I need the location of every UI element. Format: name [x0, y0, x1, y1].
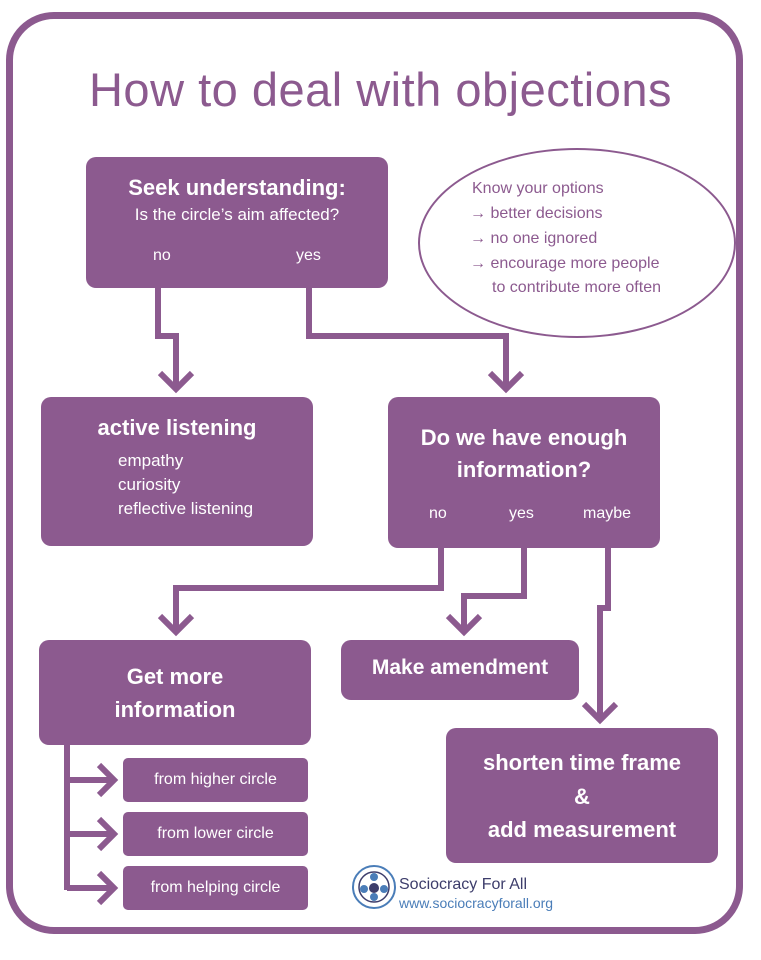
logo-url[interactable]: www.sociocracyforall.org [399, 895, 554, 911]
seek-question: Is the circle’s aim affected? [134, 205, 340, 224]
arrowhead-info-no [157, 613, 195, 637]
arrow-seek-yes [306, 286, 509, 385]
seek-no-label: no [153, 247, 171, 264]
right-arrow-icon: → [470, 205, 486, 222]
get-more-information-box: Get more information [39, 640, 311, 745]
option-item-label: encourage more people [490, 255, 660, 272]
arrow-info-no [173, 546, 444, 628]
seek-heading: Seek understanding: [128, 175, 346, 200]
shorten-line3: add measurement [487, 817, 677, 842]
page-title: How to deal with objections [88, 63, 673, 116]
sociocracy-logo-icon [352, 865, 396, 909]
seek-yes-label: yes [296, 247, 321, 264]
get-more-line2: information [114, 697, 236, 722]
option-continuation: to contribute more often [492, 279, 661, 296]
active-listening-box: active listening empathy curiosity refle… [41, 397, 313, 546]
right-arrow-icon: → [470, 230, 486, 247]
options-oval [418, 148, 736, 338]
option-item: → better decisions [470, 205, 603, 223]
arrowhead-info-maybe [581, 701, 619, 725]
get-more-line1: Get more [126, 664, 224, 689]
info-heading-line2: information? [456, 457, 592, 482]
options-heading: Know your options [472, 180, 604, 197]
arrowhead-seek-yes [487, 370, 525, 394]
option-item: → no one ignored [470, 230, 597, 248]
arrowhead-source-3 [96, 870, 119, 906]
shorten-time-frame-box: shorten time frame & add measurement [446, 728, 718, 863]
make-amendment-box: Make amendment [341, 640, 579, 700]
right-arrow-icon: → [470, 255, 486, 272]
seek-understanding-box: Seek understanding: Is the circle’s aim … [86, 157, 388, 288]
arrow-info-maybe [597, 546, 611, 716]
source-higher-circle: from higher circle [123, 758, 308, 802]
arrowhead-info-yes [445, 613, 483, 637]
source-lower-circle: from lower circle [123, 812, 308, 856]
arrowhead-seek-no [157, 370, 195, 394]
enough-information-box: Do we have enough information? no yes ma… [388, 397, 660, 548]
arrowhead-source-2 [96, 816, 119, 852]
shorten-line2: & [574, 784, 590, 809]
amendment-label: Make amendment [371, 656, 549, 679]
option-item-label: better decisions [490, 205, 603, 222]
info-no-label: no [429, 505, 447, 522]
arrow-info-yes [461, 546, 527, 628]
arrow-seek-no [155, 286, 179, 385]
shorten-line1: shorten time frame [482, 750, 682, 775]
info-maybe-label: maybe [583, 505, 632, 522]
source-helping-circle: from helping circle [123, 866, 308, 910]
arrowhead-source-1 [96, 762, 119, 798]
option-item-label: no one ignored [490, 230, 598, 247]
active-heading: active listening [97, 415, 257, 440]
info-yes-label: yes [509, 505, 534, 522]
active-item: reflective listening [118, 499, 254, 518]
option-item: → encourage more people [470, 255, 659, 273]
info-heading-line1: Do we have enough [420, 425, 628, 450]
outer-frame [6, 12, 743, 934]
active-item: empathy [118, 451, 184, 470]
logo-name: Sociocracy For All [399, 876, 528, 893]
active-item: curiosity [118, 475, 181, 494]
